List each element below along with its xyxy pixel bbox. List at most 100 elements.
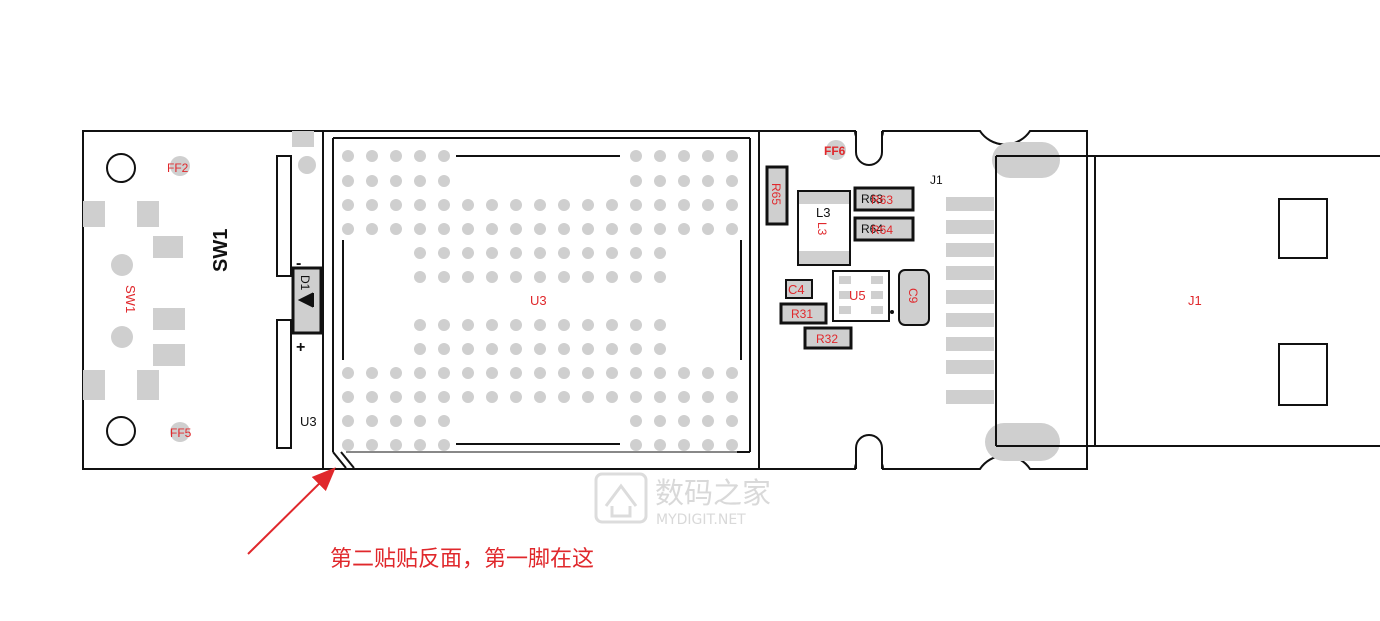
watermark-title: 数码之家 xyxy=(655,476,771,510)
bga-ball xyxy=(390,415,402,427)
bga-ball xyxy=(438,199,450,211)
bga-ball xyxy=(630,367,642,379)
bga-ball xyxy=(510,319,522,331)
bga-ball xyxy=(366,367,378,379)
bga-ball xyxy=(630,415,642,427)
bga-ball xyxy=(606,247,618,259)
label-d1: D1 xyxy=(298,275,312,291)
bga-ball xyxy=(414,415,426,427)
diode-symbol-icon xyxy=(297,292,314,308)
bga-ball xyxy=(534,319,546,331)
bga-ball xyxy=(366,223,378,235)
bga-ball xyxy=(678,175,690,187)
sw1-pads xyxy=(83,131,316,442)
c9-component xyxy=(898,269,930,326)
label-c9: C9 xyxy=(906,288,920,304)
r64-component xyxy=(853,216,915,242)
label-r64-red: R64 xyxy=(871,223,893,237)
label-ff5: FF5 xyxy=(170,426,192,440)
bga-ball xyxy=(486,343,498,355)
bga-ball xyxy=(606,391,618,403)
r31-component xyxy=(779,302,828,325)
usb-plug xyxy=(995,155,1380,447)
bga-ball xyxy=(582,223,594,235)
bga-ball xyxy=(630,199,642,211)
bga-ball xyxy=(438,319,450,331)
bga-ball xyxy=(726,439,738,451)
watermark-logo-icon xyxy=(594,472,648,524)
bga-ball xyxy=(630,247,642,259)
bga-ball xyxy=(342,150,354,162)
mount-hole-bottom xyxy=(106,416,136,446)
bga-ball xyxy=(582,367,594,379)
label-ff2: FF2 xyxy=(167,161,189,175)
label-r63-red: R63 xyxy=(871,193,893,207)
j1-board xyxy=(758,118,1088,470)
label-j1-black: J1 xyxy=(930,173,943,187)
bga-ball xyxy=(414,439,426,451)
label-r63-black: R63 xyxy=(861,192,883,206)
bga-ball xyxy=(726,175,738,187)
bga-ball xyxy=(438,271,450,283)
bga-ball xyxy=(414,150,426,162)
bga-ball xyxy=(654,415,666,427)
bga-ball xyxy=(486,367,498,379)
bga-ball xyxy=(390,223,402,235)
bga-ball xyxy=(462,319,474,331)
bga-ball xyxy=(414,319,426,331)
bga-ball xyxy=(390,150,402,162)
bga-ball xyxy=(630,343,642,355)
label-r31: R31 xyxy=(791,307,813,321)
j1-finger-pads xyxy=(946,197,994,404)
bga-ball xyxy=(654,271,666,283)
bga-ball xyxy=(390,439,402,451)
bga-ball xyxy=(678,223,690,235)
bga-ball xyxy=(438,439,450,451)
bga-ball xyxy=(606,271,618,283)
bga-ball xyxy=(414,271,426,283)
bga-ball xyxy=(630,223,642,235)
bga-ball xyxy=(342,199,354,211)
usb-hole-bottom xyxy=(1278,343,1328,406)
bga-ball xyxy=(654,391,666,403)
bga-ball xyxy=(558,367,570,379)
bga-ball xyxy=(702,223,714,235)
bga-ball xyxy=(342,175,354,187)
label-l3-red: L3 xyxy=(815,222,829,236)
bga-ball xyxy=(414,367,426,379)
bga-ball xyxy=(678,367,690,379)
bga-ball xyxy=(654,247,666,259)
bga-ball xyxy=(726,367,738,379)
bga-ball xyxy=(654,199,666,211)
bga-ball xyxy=(654,439,666,451)
bga-ball xyxy=(438,367,450,379)
bga-ball xyxy=(462,367,474,379)
bga-ball xyxy=(726,223,738,235)
label-j1-red: J1 xyxy=(1188,293,1202,308)
bga-ball xyxy=(486,319,498,331)
bga-ball xyxy=(654,150,666,162)
bga-ball xyxy=(414,343,426,355)
bga-ball xyxy=(510,247,522,259)
bga-ball xyxy=(366,391,378,403)
bga-ball xyxy=(534,391,546,403)
bga-ball xyxy=(702,367,714,379)
sw1-board xyxy=(82,130,324,470)
bga-ball xyxy=(342,391,354,403)
bga-ball xyxy=(438,175,450,187)
bga-ball xyxy=(534,343,546,355)
bga-ball xyxy=(534,247,546,259)
bga-ball xyxy=(606,319,618,331)
bga-ball xyxy=(654,367,666,379)
bga-ball xyxy=(726,415,738,427)
bga-ball xyxy=(726,391,738,403)
bga-ball xyxy=(558,199,570,211)
bga-ball xyxy=(438,150,450,162)
bga-ball xyxy=(582,271,594,283)
bga-ball xyxy=(438,247,450,259)
bga-ball xyxy=(558,271,570,283)
bga-ball xyxy=(390,367,402,379)
bga-ball xyxy=(486,199,498,211)
bga-ball xyxy=(726,150,738,162)
bga-ball xyxy=(678,150,690,162)
